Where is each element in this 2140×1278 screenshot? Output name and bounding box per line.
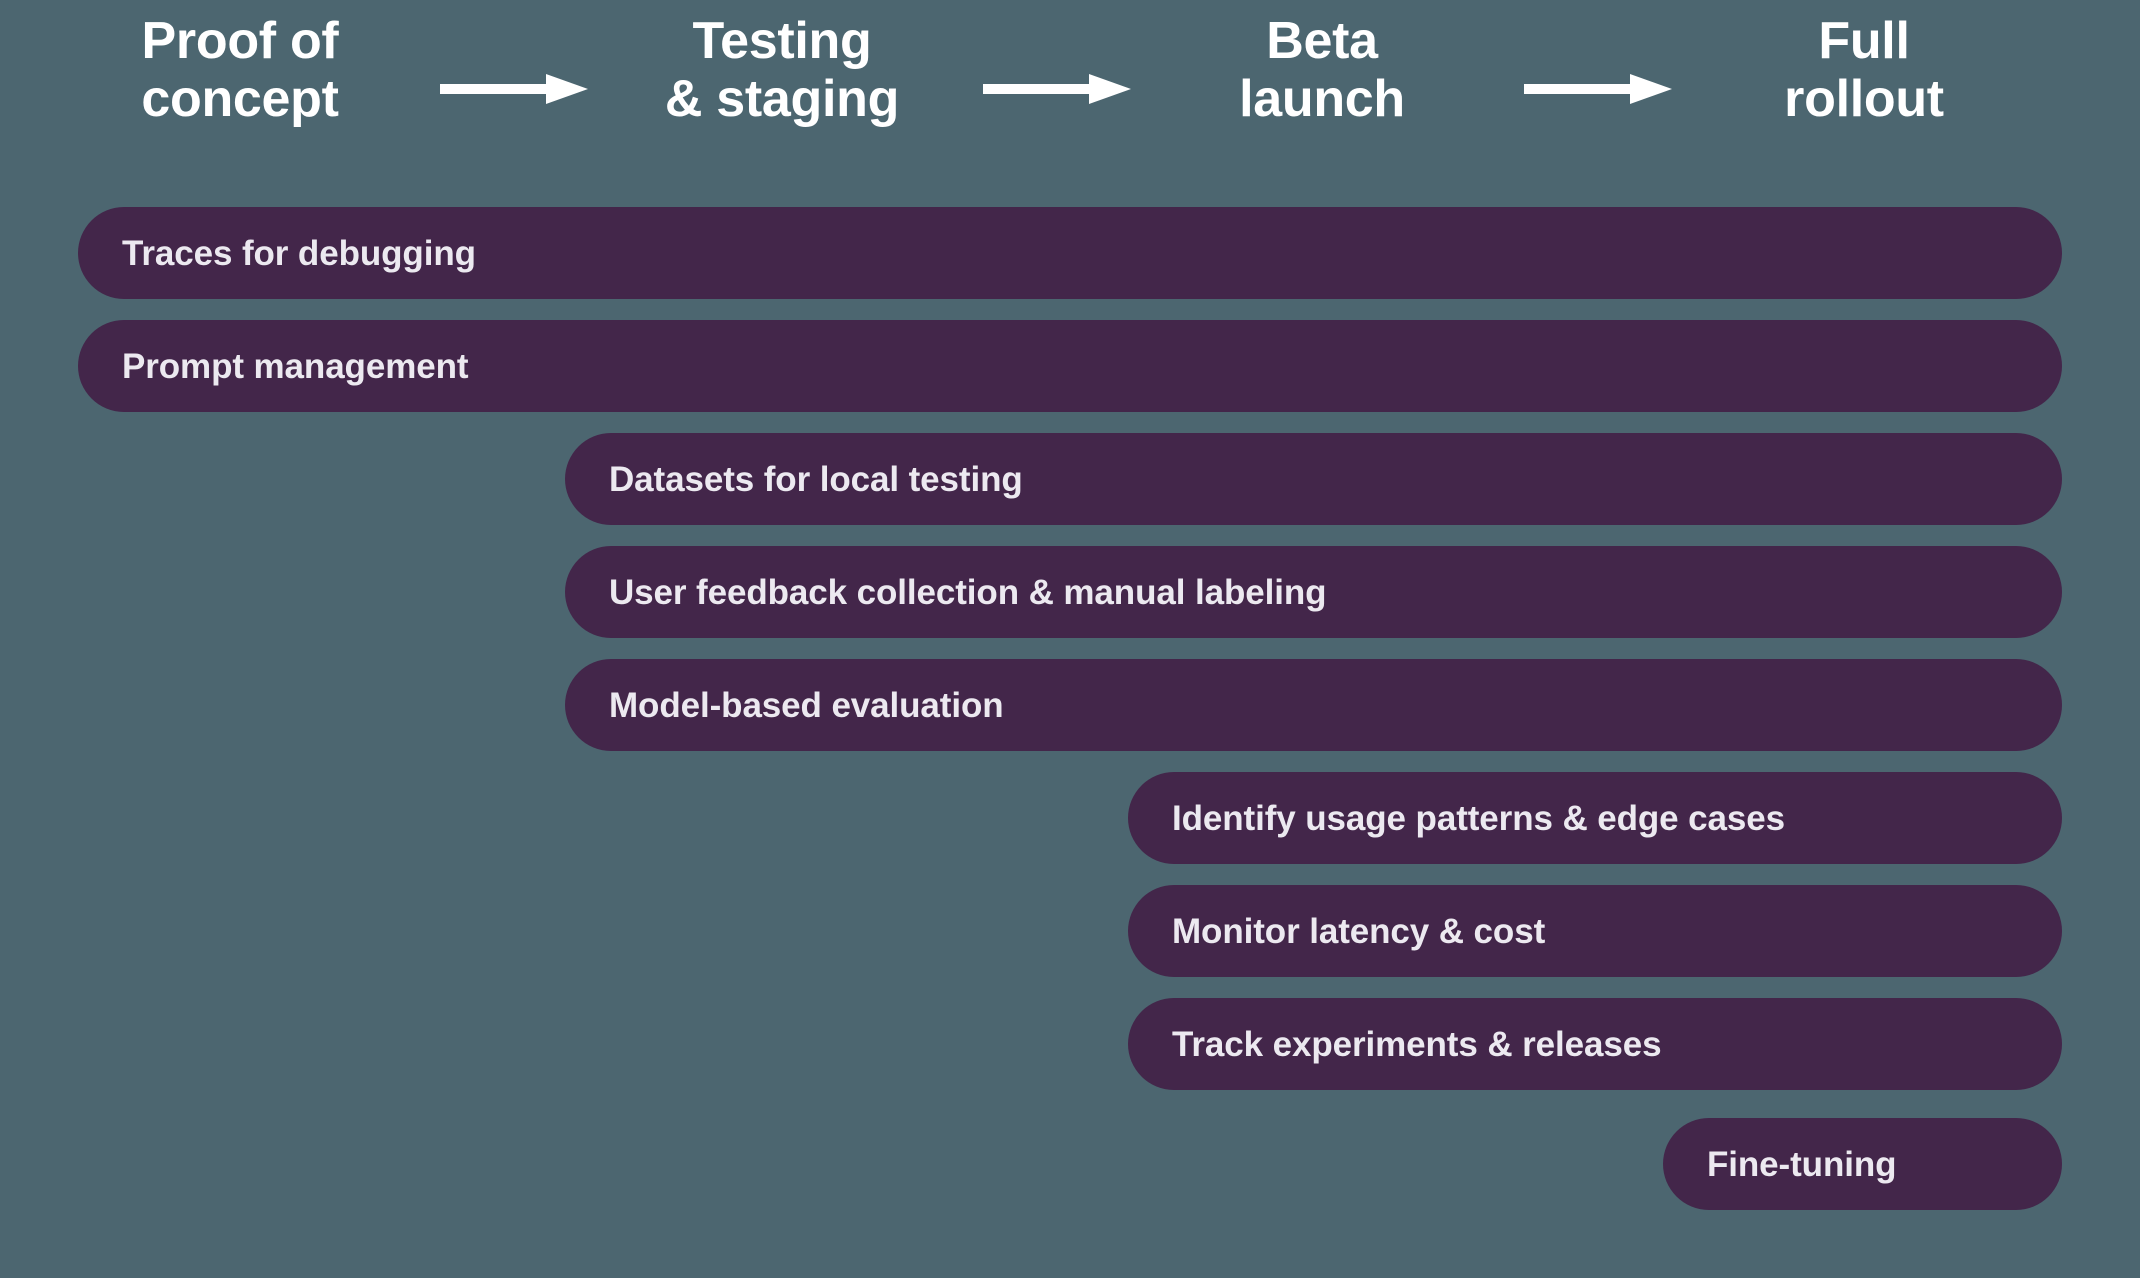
phase-header-line2: & staging <box>664 70 900 129</box>
capability-bar-label: Identify usage patterns & edge cases <box>1172 798 1786 838</box>
phase-header-line1: Testing <box>692 12 872 70</box>
capability-bar-monitor-latency-cost[interactable]: Monitor latency & cost <box>1128 885 2062 977</box>
capability-bar-label: Fine-tuning <box>1707 1144 1897 1184</box>
capability-bar-user-feedback-collection[interactable]: User feedback collection & manual labeli… <box>565 546 2062 638</box>
phase-header-line1: Full <box>1818 12 1910 70</box>
capability-bar-label: Track experiments & releases <box>1172 1024 1662 1064</box>
capability-bar-label: Datasets for local testing <box>609 459 1023 499</box>
capability-bar-label: Traces for debugging <box>122 233 476 273</box>
capability-bar-fine-tuning[interactable]: Fine-tuning <box>1663 1118 2062 1210</box>
capability-bar-prompt-management[interactable]: Prompt management <box>78 320 2062 412</box>
capability-bar-traces-for-debugging[interactable]: Traces for debugging <box>78 207 2062 299</box>
capability-bar-identify-usage-patterns[interactable]: Identify usage patterns & edge cases <box>1128 772 2062 864</box>
capability-bar-label: Prompt management <box>122 346 469 386</box>
arrow-right-icon <box>1524 72 1672 106</box>
phase-header-line1: Proof of <box>141 12 339 70</box>
capability-bar-label: Model-based evaluation <box>609 685 1004 725</box>
capability-bar-model-based-evaluation[interactable]: Model-based evaluation <box>565 659 2062 751</box>
capability-bar-label: User feedback collection & manual labeli… <box>609 572 1327 612</box>
capability-bar-label: Monitor latency & cost <box>1172 911 1546 951</box>
phase-header-line2: rollout <box>1784 70 1944 129</box>
phase-header-testing-staging: Testing& staging <box>482 12 1082 128</box>
arrow-right-icon <box>983 72 1131 106</box>
phase-header-line1: Beta <box>1266 12 1378 70</box>
phase-header-line2: launch <box>1239 70 1405 129</box>
capability-bar-track-experiments-releases[interactable]: Track experiments & releases <box>1128 998 2062 1090</box>
phase-header-line2: concept <box>141 70 339 129</box>
capability-bar-datasets-for-local-testing[interactable]: Datasets for local testing <box>565 433 2062 525</box>
arrow-right-icon <box>440 72 588 106</box>
